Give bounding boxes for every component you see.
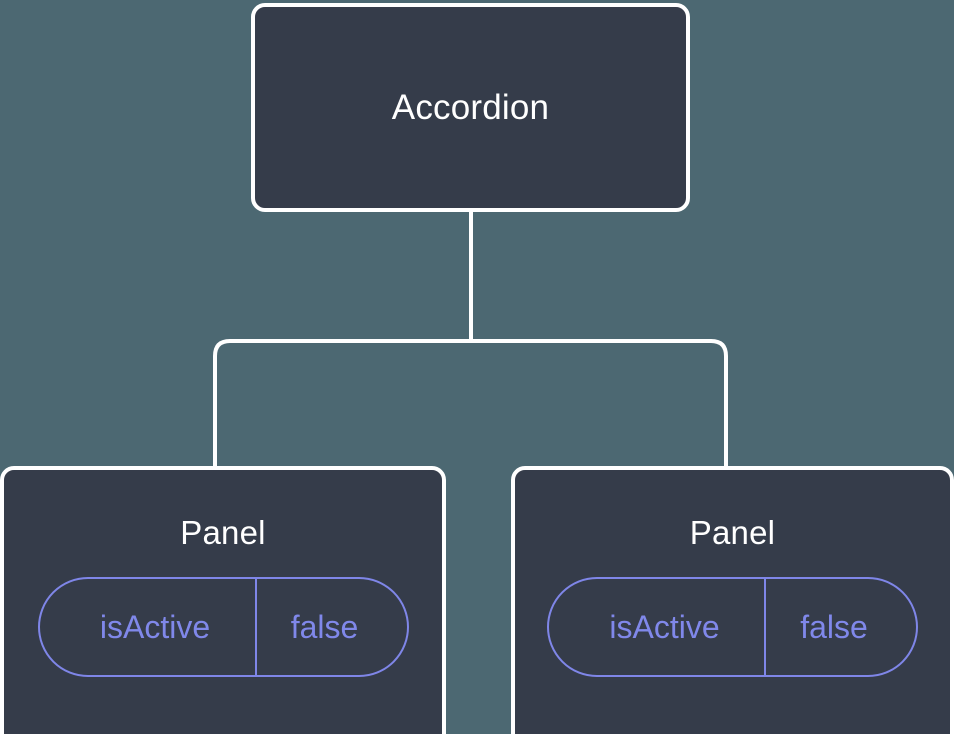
edge-to-right-panel <box>471 339 728 470</box>
node-panel-1[interactable]: Panel isActive false <box>0 466 446 734</box>
node-title: Accordion <box>391 88 550 127</box>
edge-to-left-panel <box>213 339 471 470</box>
prop-pill-isactive[interactable]: isActive false <box>547 577 918 677</box>
prop-divider <box>764 579 766 675</box>
prop-key: isActive <box>99 609 211 645</box>
prop-key: isActive <box>609 609 720 645</box>
prop-value: false <box>290 609 359 645</box>
node-accordion[interactable]: Accordion <box>251 3 690 212</box>
node-title: Panel <box>689 514 776 551</box>
prop-divider <box>254 579 257 675</box>
node-panel-2[interactable]: Panel isActive false <box>511 466 954 734</box>
prop-pill-isactive[interactable]: isActive false <box>37 577 409 677</box>
node-title: Panel <box>180 514 266 551</box>
prop-value: false <box>800 609 868 645</box>
